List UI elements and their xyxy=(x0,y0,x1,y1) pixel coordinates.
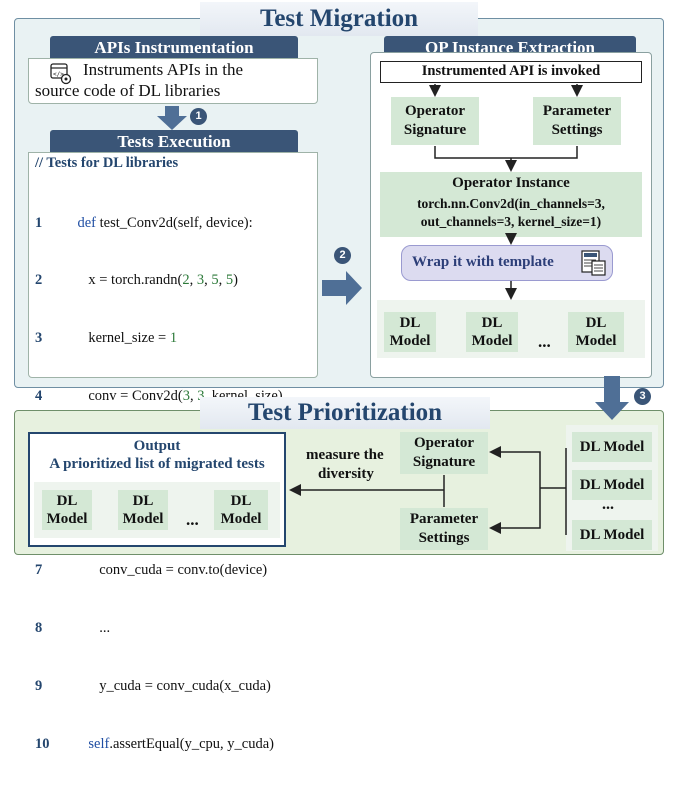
apis-instrumentation-header: APIs Instrumentation xyxy=(50,36,298,60)
code-settings-icon: </> xyxy=(49,62,73,86)
code-line: 10 self.assertEqual(y_cpu, y_cuda) xyxy=(35,735,274,752)
code-line: 8 ... xyxy=(35,619,111,636)
dl-model-list-ellipsis: ... xyxy=(602,496,614,513)
merge-lines xyxy=(434,146,578,159)
code-line: 2 x = torch.randn(2, 3, 5, 5) xyxy=(35,272,238,289)
operator-instance-title: Operator Instance xyxy=(452,175,570,191)
api-invoked-box: Instrumented API is invoked xyxy=(380,61,642,83)
output-box: Output A prioritized list of migrated te… xyxy=(28,432,286,547)
template-document-icon xyxy=(580,249,608,277)
code-line: 3 kernel_size = 1 xyxy=(35,330,178,347)
code-line: 9 y_cuda = conv_cuda(x_cuda) xyxy=(35,677,271,694)
operator-instance-box: Operator Instance torch.nn.Conv2d(in_cha… xyxy=(380,172,642,237)
wrap-template-label: Wrap it with template xyxy=(412,254,554,270)
tests-execution-header: Tests Execution xyxy=(50,130,298,154)
output-title: Output xyxy=(133,438,181,454)
bracket-to-signature xyxy=(489,446,541,488)
wrap-template-box: Wrap it with template xyxy=(401,245,613,281)
dl-model-ellipsis: ... xyxy=(538,332,551,351)
operator-instance-code-1: torch.nn.Conv2d(in_channels=3, xyxy=(417,196,605,211)
step-1-badge: 1 xyxy=(190,108,207,125)
code-line: 4 conv = Conv2d(3, 3, kernel_size) xyxy=(35,388,283,405)
bracket-to-settings xyxy=(489,488,541,534)
dl-model-list-item: DL Model xyxy=(572,470,652,500)
dl-model-list-item: DL Model xyxy=(572,432,652,462)
step-3-badge: 3 xyxy=(634,388,651,405)
operator-instance-code-2: out_channels=3, kernel_size=1) xyxy=(420,214,602,229)
output-ellipsis: ... xyxy=(186,510,199,529)
measure-diversity-text-2: diversity xyxy=(318,466,374,482)
step1-block-arrow xyxy=(157,106,187,130)
svg-text:</>: </> xyxy=(53,71,64,78)
test-migration-title: Test Migration xyxy=(200,2,478,36)
output-subtitle: A prioritized list of migrated tests xyxy=(49,456,265,472)
apis-instrumentation-box: </> Instruments APIs in the source code … xyxy=(28,58,318,104)
code-line: 7 conv_cuda = conv.to(device) xyxy=(35,561,268,578)
dl-model-list-item: DL Model xyxy=(572,520,652,550)
test-prioritization-title: Test Prioritization xyxy=(200,397,490,429)
measure-diversity-text-1: measure the xyxy=(306,447,384,463)
code-comment: // Tests for DL libraries xyxy=(35,155,179,171)
apis-instrumentation-text-2: source code of DL libraries xyxy=(35,81,221,100)
step2-block-arrow xyxy=(322,271,362,305)
apis-instrumentation-text-1: Instruments APIs in the xyxy=(83,60,244,79)
connectors xyxy=(157,84,629,535)
step3-block-arrow xyxy=(595,376,629,420)
step-2-badge: 2 xyxy=(334,247,351,264)
code-line: 1 def test_Conv2d(self, device): xyxy=(35,214,253,231)
